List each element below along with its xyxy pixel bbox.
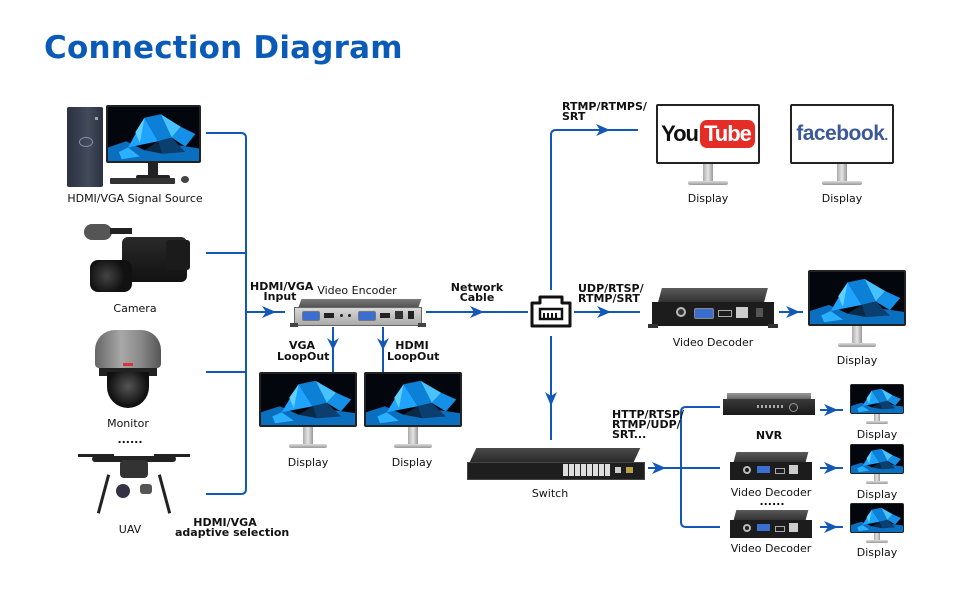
arrow-head [470,306,484,318]
keyboard-icon [110,178,175,184]
ethernet-port-icon [529,293,573,329]
nvr-label: NVR [755,429,783,442]
vga-loopout-display-icon [259,372,357,452]
mouse-icon [181,176,189,183]
uav-icon [78,446,190,521]
hdmi-display-label: Display [391,456,433,469]
dome-camera-icon [95,330,161,410]
switch-protocol-label-2: RTMP/UDP/ [612,418,681,431]
youtube-display-icon: You Tube [656,104,760,188]
signal-source-label: HDMI/VGA Signal Source [67,192,203,205]
nvr-device [723,393,815,419]
adaptive-label-1: HDMI/VGA [193,516,257,529]
switch-label: Switch [531,487,569,500]
video-encoder-label: Video Encoder [317,284,397,297]
video-decoder-device [648,288,778,332]
video-decoder-1-label: Video Decoder [730,486,812,499]
video-decoder-2-device [727,510,815,542]
pc-tower-icon [67,107,103,187]
arrow-head [652,462,666,474]
adaptive-label-2: adaptive selection [175,526,290,539]
video-decoder-label: Video Decoder [672,336,754,349]
sources-ellipsis: ...... [117,433,143,446]
streaming-protocol-label-2: SRT [562,110,586,123]
decoder-protocol-label-2: RTMP/SRT [578,292,640,305]
camera-label: Camera [113,302,157,315]
video-decoder-1-device [727,452,815,484]
line-branch [680,406,720,528]
switch-protocol-label-1: HTTP/RTSP/ [612,408,685,421]
line-source-1 [206,132,247,495]
video-encoder-device [290,299,430,329]
line-eth-streaming [550,129,638,290]
arrow-head [262,306,276,318]
decoder-display-icon [808,270,906,350]
video-decoder-2-label: Video Decoder [730,542,812,555]
nvr-display-label: Display [856,428,898,441]
vga-display-label: Display [287,456,329,469]
youtube-display-label: Display [687,192,729,205]
network-switch-device [465,448,645,484]
facebook-display-icon: facebook. [790,104,894,188]
vga-loopout-label-1: VGA [288,339,316,352]
youtube-logo: You Tube [661,120,755,148]
uav-label: UAV [118,523,142,536]
arrow-head [596,124,610,136]
camera-icon [82,222,192,297]
facebook-logo: facebook. [796,122,888,145]
arrow-head [327,338,339,350]
decoders-ellipsis: ...... [759,495,785,508]
arrow-head [377,338,389,350]
switch-protocol-label-3: SRT... [612,428,647,441]
decoder1-display-label: Display [856,488,898,501]
decoder1-display-icon [850,444,904,488]
nvr-display-icon [850,384,904,428]
encoder-input-label-2: Input [263,290,297,303]
decoder-protocol-label-1: UDP/RTSP/ [578,282,644,295]
screen-graphic [108,107,199,161]
hdmi-loopout-label-2: LoopOut [387,350,440,363]
arrow-head [786,306,800,318]
arrow-head [545,392,557,406]
decoder2-display-icon [850,503,904,547]
hdmi-loopout-display-icon [364,372,462,452]
hdmi-loopout-label-1: HDMI [395,339,429,352]
streaming-protocol-label-1: RTMP/RTMPS/ [562,100,647,113]
vga-loopout-label-2: LoopOut [277,350,330,363]
arrow-head [824,404,838,416]
decoder-display-label: Display [836,354,878,367]
network-cable-label-2: Cable [459,291,495,304]
pc-monitor-icon [106,105,201,185]
encoder-input-label-1: HDMI/VGA [250,280,314,293]
arrow-head [824,521,838,533]
network-cable-label-1: Network [450,281,504,294]
decoder2-display-label: Display [856,546,898,559]
arrow-head [597,306,611,318]
monitor-label: Monitor [107,417,149,430]
facebook-display-label: Display [821,192,863,205]
arrow-head [824,462,838,474]
page-title: Connection Diagram [44,30,403,66]
